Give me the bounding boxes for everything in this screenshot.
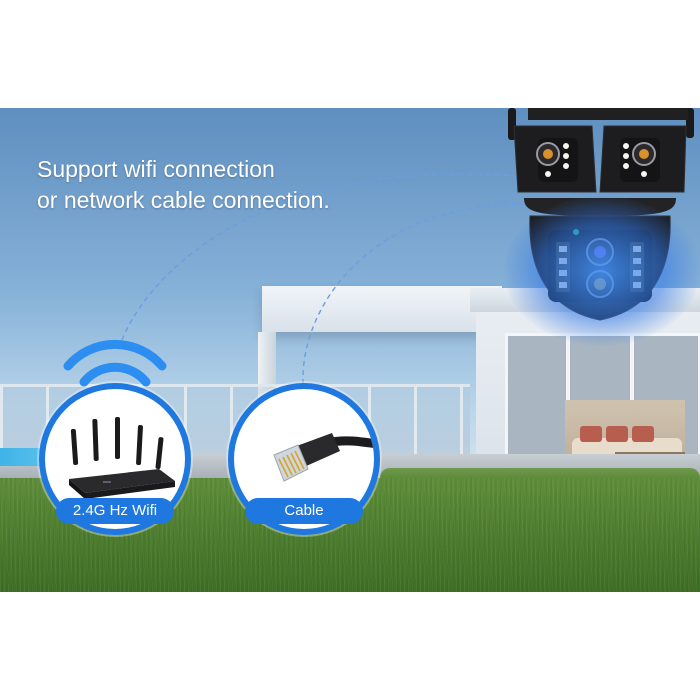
- sofa-pillow: [580, 426, 602, 442]
- sofa-pillow: [632, 426, 654, 442]
- router-badge: 2.4G Hz Wifi: [39, 383, 191, 535]
- headline-line-2: or network cable connection.: [37, 187, 330, 213]
- ethernet-plug-icon: [273, 433, 374, 482]
- cable-label: Cable: [245, 498, 363, 524]
- house-upper-slab: [262, 286, 502, 332]
- router-label: 2.4G Hz Wifi: [56, 498, 174, 524]
- camera-glow: [504, 196, 700, 346]
- cable-badge: Cable: [228, 383, 380, 535]
- headline: Support wifi connection or network cable…: [37, 154, 330, 216]
- dual-lens-camera-icon: [500, 108, 700, 346]
- headline-line-1: Support wifi connection: [37, 156, 275, 182]
- sofa-pillow: [606, 426, 628, 442]
- router-icon: [69, 417, 175, 499]
